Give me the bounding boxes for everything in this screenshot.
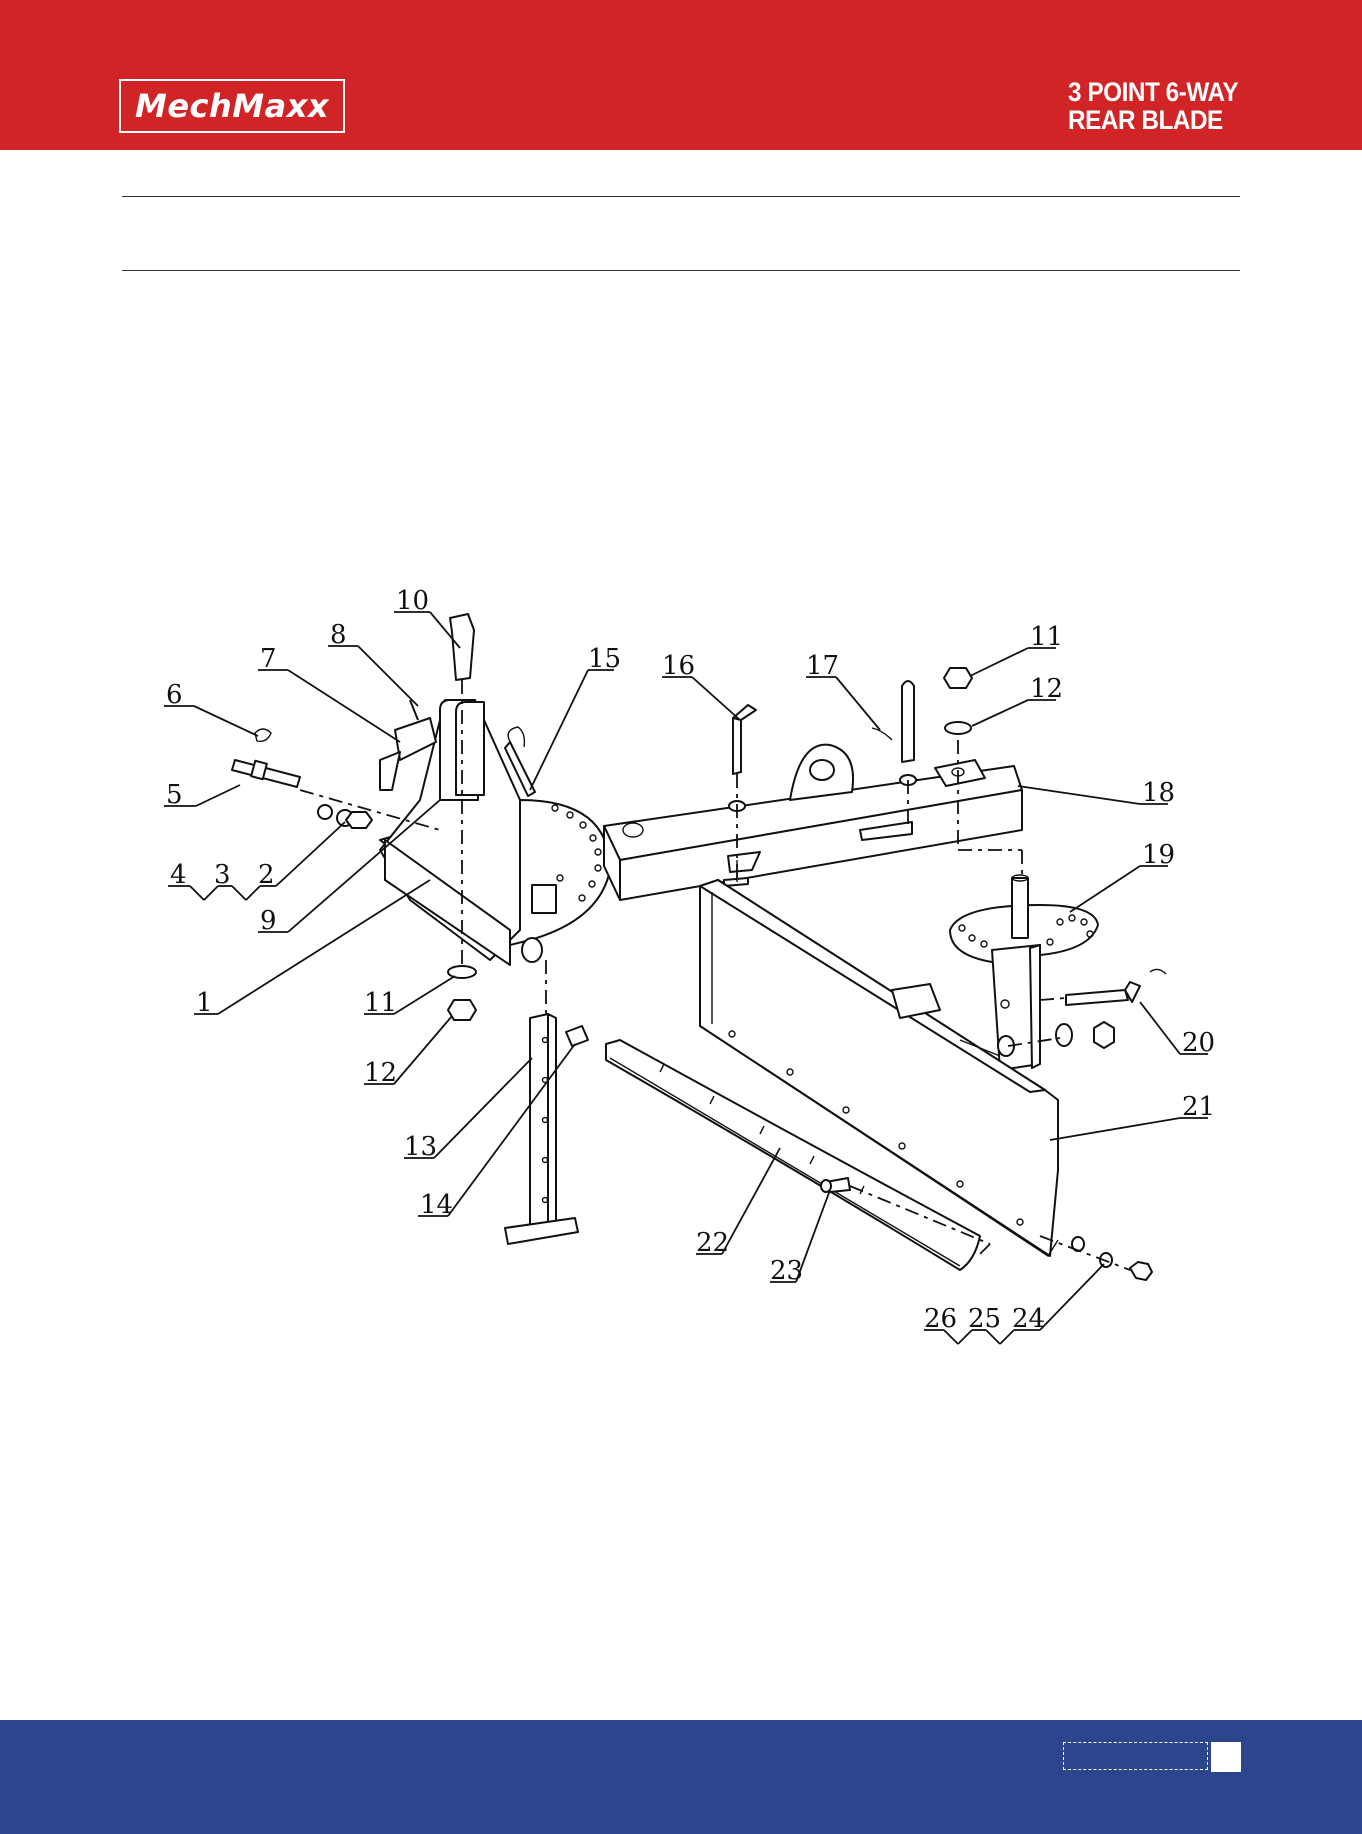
callout-11-left: 11 [364,988,397,1018]
lift-pin [395,718,436,760]
callout-12-right: 12 [1030,674,1063,704]
callout-6: 6 [166,680,183,710]
callout-11-right: 11 [1030,622,1063,652]
callout-8: 8 [330,620,347,650]
callout-3: 3 [214,860,231,890]
footer-band [0,1720,1362,1834]
callout-4: 4 [170,860,187,890]
mast-plate-back [456,702,484,795]
callout-20: 20 [1182,1028,1215,1058]
mast-bolt [450,614,474,680]
callout-10: 10 [396,586,429,616]
callout-18: 18 [1142,778,1175,808]
callout-5: 5 [166,780,183,810]
callout-16: 16 [662,651,695,681]
page-label-box [1063,1742,1208,1770]
callout-numbers: 10 8 7 6 5 4 3 2 9 1 11 12 13 14 15 16 1… [166,586,1215,1334]
main-beam [604,668,1022,900]
callout-9: 9 [260,906,277,936]
swivel-plate [950,875,1166,1070]
callout-25: 25 [968,1304,1001,1334]
parking-stand [505,960,588,1244]
callout-26: 26 [924,1304,957,1334]
callout-24: 24 [1012,1304,1045,1334]
callout-2: 2 [258,860,275,890]
page-number [1211,1742,1241,1772]
callout-21: 21 [1182,1092,1215,1122]
callout-19: 19 [1142,840,1175,870]
callout-17: 17 [806,651,839,681]
callout-13: 13 [404,1132,437,1162]
callout-22: 22 [696,1228,729,1258]
callout-12-left: 12 [364,1058,397,1088]
stand-socket [532,885,556,913]
callout-23: 23 [770,1256,803,1286]
callout-1: 1 [196,988,213,1018]
callout-15: 15 [588,644,621,674]
callout-14: 14 [420,1190,453,1220]
callout-7: 7 [260,644,277,674]
